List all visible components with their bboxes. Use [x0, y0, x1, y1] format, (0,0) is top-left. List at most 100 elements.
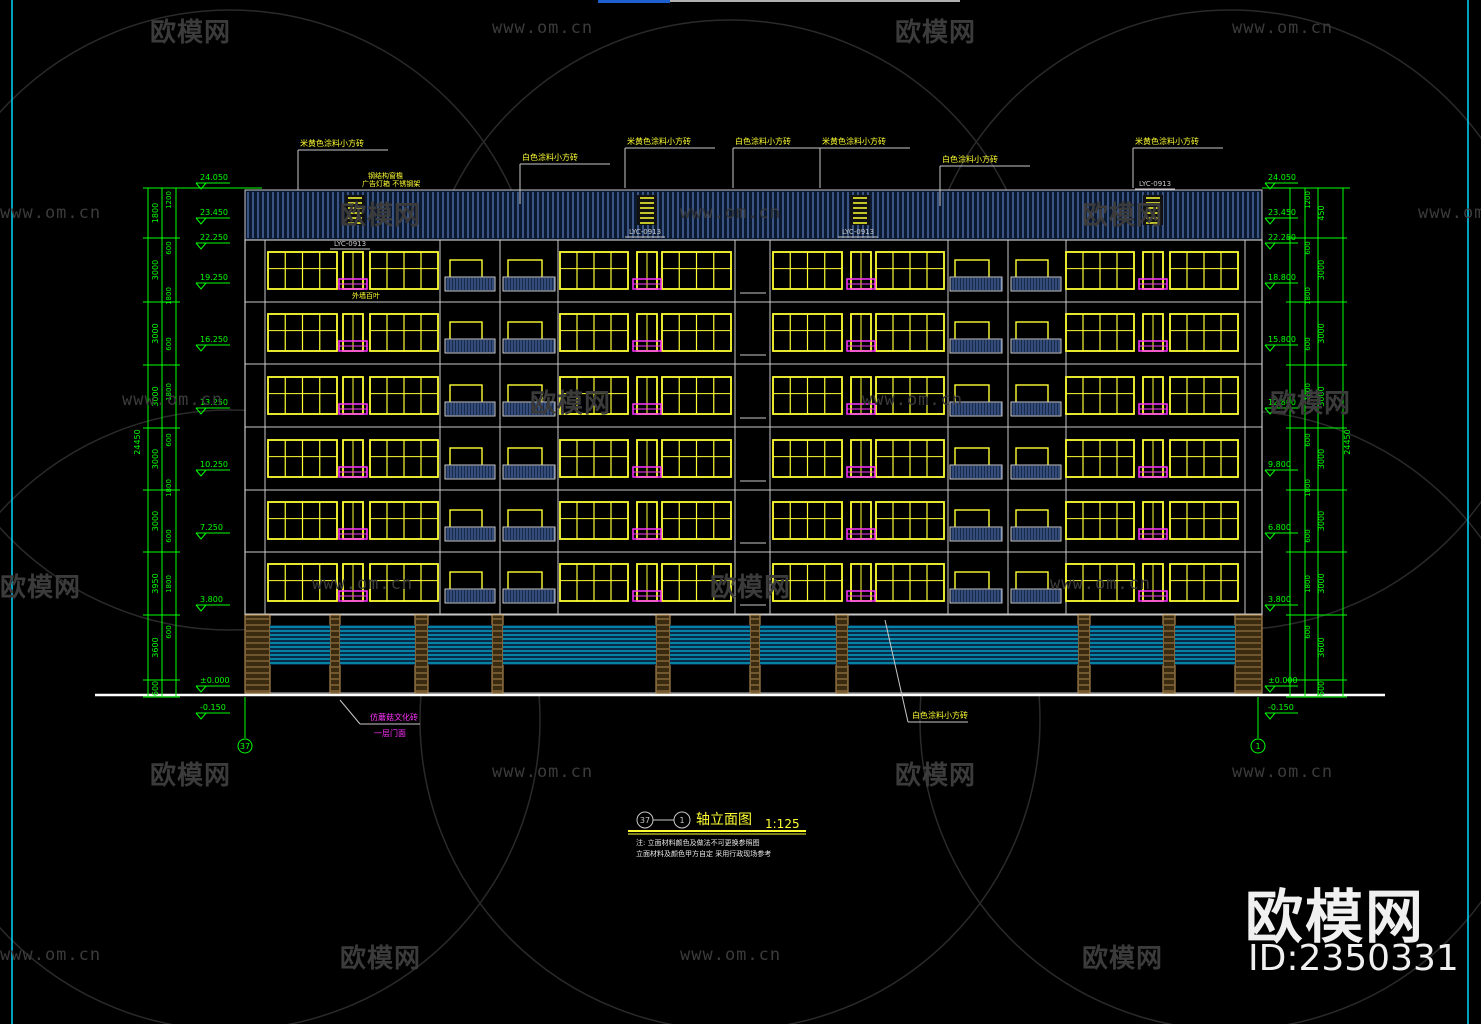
- dimension-value: 3000: [1317, 449, 1326, 469]
- watermark-url: www.om.cn: [862, 390, 964, 410]
- material-callouts: 米黄色涂料小方砖白色涂料小方砖米黄色涂料小方砖白色涂料小方砖米黄色涂料小方砖白色…: [297, 136, 1223, 738]
- balcony-rail: [502, 464, 556, 480]
- watermark-url: www.om.cn: [122, 390, 224, 410]
- shop-awning: [1175, 625, 1235, 665]
- cream-tile-callout: 米黄色涂料小方砖: [627, 136, 691, 146]
- watermark-brand: 欧模网: [710, 573, 792, 603]
- level-mark: ±0.000: [200, 676, 230, 685]
- dimension-value: 1200: [1304, 191, 1312, 209]
- level-mark: 16.250: [200, 335, 228, 344]
- brick-pier: [491, 614, 504, 694]
- brick-pier: [1162, 614, 1176, 694]
- parapet-callout: 外墙百叶: [352, 291, 380, 300]
- dimension-value: 1800: [165, 287, 173, 305]
- level-triangle: [195, 182, 207, 190]
- dimension-total: 24450: [133, 429, 142, 454]
- dimension-value: 3000: [151, 386, 160, 406]
- level-mark: 9.800: [1268, 460, 1291, 469]
- drawing-note: 立面材料及颜色甲方自定 采用行政现场参考: [636, 849, 771, 858]
- dimension-value: 600: [1304, 337, 1312, 350]
- cream-tile-callout: 米黄色涂料小方砖: [822, 136, 886, 146]
- level-triangle: [1264, 407, 1276, 415]
- level-triangle: [1264, 217, 1276, 225]
- dimension-value: 3000: [1317, 573, 1326, 593]
- level-mark: 7.250: [200, 523, 223, 532]
- level-triangle: [1264, 344, 1276, 352]
- level-triangle: [195, 712, 207, 720]
- dimension-value: 1800: [1304, 575, 1312, 593]
- base-stone-callout: 仿蘑菇文化砖: [370, 712, 418, 722]
- watermark-url: www.om.cn: [680, 945, 782, 965]
- level-mark: 13.250: [200, 398, 228, 407]
- dimension-value: 1800: [151, 203, 160, 223]
- balcony-rail: [502, 588, 556, 604]
- dimension-value: 600: [1317, 681, 1326, 696]
- dimension-value: 600: [151, 681, 160, 696]
- watermark-brand: 欧模网: [340, 201, 422, 231]
- axis-end-bubble: [673, 811, 691, 829]
- watermark-brand: 欧模网: [530, 389, 612, 419]
- watermark-url: www.om.cn: [0, 203, 102, 223]
- watermark-brand: 欧模网: [340, 944, 422, 974]
- level-mark: 24.050: [200, 173, 228, 182]
- dimension-total: 24450: [1343, 429, 1352, 454]
- dimension-value: 3000: [151, 323, 160, 343]
- level-mark: 18.800: [1268, 273, 1296, 282]
- brick-pier: [244, 614, 271, 694]
- watermark-brand: 欧模网: [1270, 389, 1352, 419]
- facade-body: [244, 239, 1263, 616]
- watermark-brand: 欧模网: [895, 761, 977, 791]
- drawing-scale: 1:125: [765, 817, 800, 831]
- watermark-url: www.om.cn: [1232, 18, 1334, 38]
- level-triangle: [195, 282, 207, 290]
- dimension-value: 600: [1304, 625, 1312, 638]
- dimension-value: 3600: [151, 637, 160, 657]
- level-triangle: [195, 217, 207, 225]
- level-triangle: [1264, 604, 1276, 612]
- level-triangle: [1264, 712, 1276, 720]
- level-triangle: [195, 532, 207, 540]
- white-tile-callout: 白色涂料小方砖: [912, 710, 968, 720]
- dimension-value: 600: [1304, 241, 1312, 254]
- brick-pier: [414, 614, 429, 694]
- dimension-value: 1800: [165, 383, 173, 401]
- dimension-value: 3600: [1317, 637, 1326, 657]
- dimension-value: 1800: [1304, 287, 1312, 305]
- level-mark: 22.250: [200, 233, 228, 242]
- dimension-value: 1800: [1304, 383, 1312, 401]
- level-triangle: [1264, 469, 1276, 477]
- cream-tile-callout: 米黄色涂料小方砖: [1135, 136, 1199, 146]
- level-mark: 3.800: [200, 595, 223, 604]
- level-triangle: [1264, 182, 1276, 190]
- callout-leader: [884, 619, 909, 723]
- watermark-url: www.om.cn: [492, 762, 594, 782]
- dimension-value: 600: [165, 529, 173, 542]
- balcony-rail: [502, 338, 556, 354]
- axis-end-label: 1: [679, 816, 684, 825]
- drawing-frame: [11, 0, 1469, 1024]
- brick-pier: [749, 614, 761, 694]
- watermark-url: www.om.cn: [680, 203, 782, 223]
- watermark-url: www.om.cn: [1232, 762, 1334, 782]
- level-triangle: [1264, 685, 1276, 693]
- ground-floor-shops: [95, 614, 1385, 697]
- axis-bubble: [237, 738, 253, 754]
- level-mark: 15.800: [1268, 335, 1296, 344]
- level-mark: -0.150: [1268, 703, 1294, 712]
- model-id-label: ID:2350331: [1248, 938, 1459, 979]
- brand-logo-text: 欧模网: [1245, 883, 1426, 951]
- level-triangle: [1264, 242, 1276, 250]
- white-tile-callout: 白色涂料小方砖: [735, 136, 791, 146]
- brick-pier: [329, 614, 341, 694]
- shop-awning: [428, 625, 492, 665]
- drawing-title: 轴立面图: [696, 812, 752, 828]
- level-mark: 23.450: [200, 208, 228, 217]
- white-tile-callout: 白色涂料小方砖: [942, 154, 998, 164]
- balcony-rail: [949, 464, 1003, 480]
- axis-label: 1: [1255, 742, 1260, 751]
- shop-awning: [1090, 625, 1163, 665]
- white-tile-callout: 白色涂料小方砖: [522, 152, 578, 162]
- shop-awning: [670, 625, 750, 665]
- axis-label: 37: [240, 742, 250, 751]
